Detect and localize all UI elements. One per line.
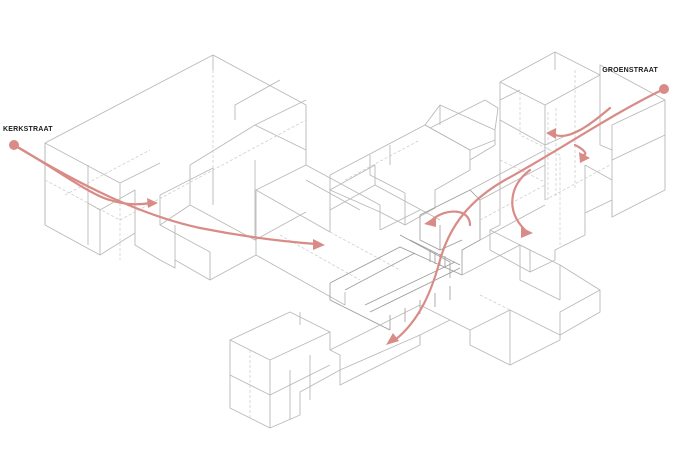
circulation-routes [12, 87, 666, 342]
entry-kerkstraat: KERKSTRAAT [3, 126, 53, 150]
middle-building [329, 99, 499, 230]
central-connector [255, 164, 441, 306]
route-kerkstraat-main [12, 143, 318, 246]
central-atrium [399, 108, 557, 278]
arrowhead [313, 239, 325, 250]
arrowhead [386, 333, 399, 345]
kerkstraat-label: KERKSTRAAT [3, 126, 53, 133]
arrowhead [579, 152, 590, 163]
arrowhead [147, 198, 158, 208]
lower-wing [419, 244, 601, 366]
right-building [489, 51, 666, 273]
route-groenstraat-down [511, 168, 532, 232]
route-arrowheads [147, 128, 590, 345]
bridge-walkway [329, 246, 463, 331]
left-building [44, 54, 307, 281]
arrowhead [546, 128, 556, 139]
route-groenstraat-branch [553, 106, 612, 138]
bottom-left-building [229, 304, 451, 429]
route-groenstraat-main [393, 87, 666, 342]
arrowhead [521, 227, 533, 238]
groenstraat-label: GROENSTRAAT [602, 67, 658, 74]
entry-groenstraat: GROENSTRAAT [602, 67, 669, 94]
route-kerkstraat-upper [12, 143, 152, 206]
arrowhead [424, 216, 436, 227]
